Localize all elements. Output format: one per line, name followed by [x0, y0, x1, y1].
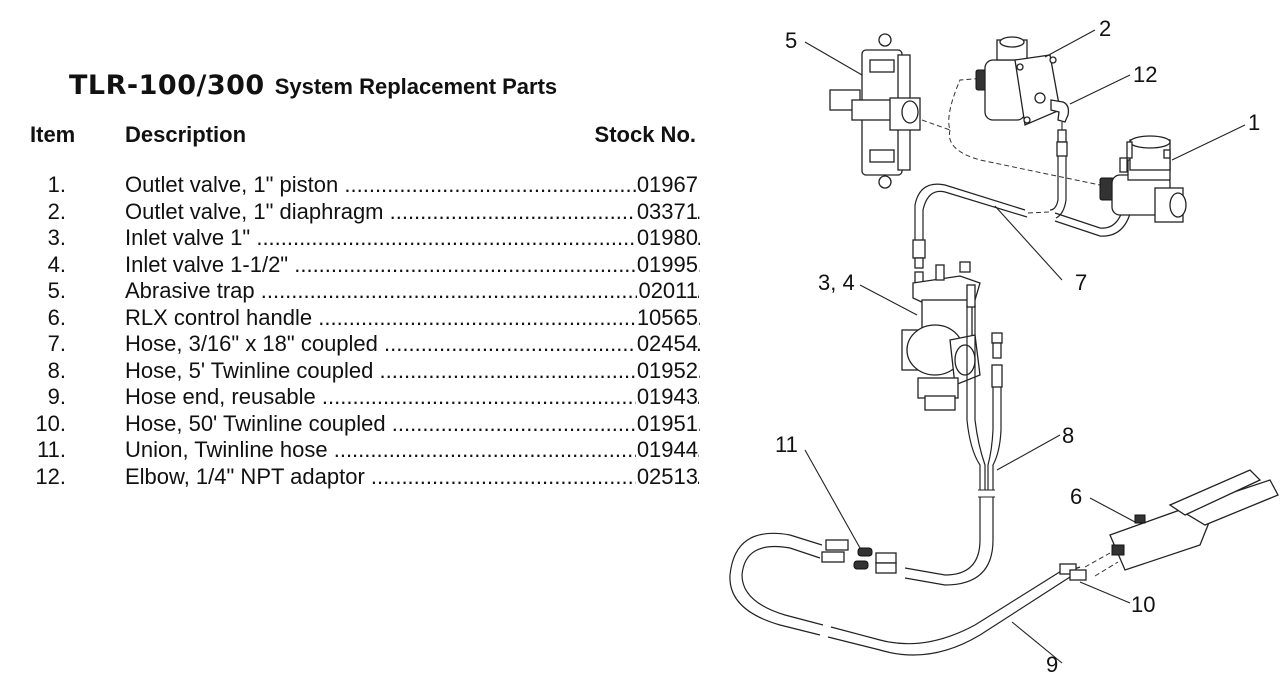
parts-row: 1. Outlet valve, 1" piston 01967: [0, 172, 700, 199]
dot-leader: [250, 225, 700, 250]
callout-3-4: 3, 4: [818, 270, 855, 295]
callout-8: 8: [1062, 423, 1074, 448]
parts-row: 7. Hose, 3/16" x 18" coupled 02454: [0, 331, 700, 358]
column-header-item: Item: [30, 122, 76, 147]
leader-line-7: [994, 205, 1063, 281]
stock-number: 01952: [635, 357, 698, 384]
callout-11: 11: [775, 432, 798, 457]
item-description: Hose end, reusable: [125, 384, 316, 409]
item-number: 10.: [35, 410, 66, 436]
leader-line-6: [1089, 497, 1136, 523]
parts-row: 3. Inlet valve 1" 01980: [0, 225, 700, 252]
inlet-valve-drawing: [901, 261, 981, 411]
twinline-union-drawing: [821, 539, 897, 574]
callout-12: 12: [1133, 62, 1157, 87]
parts-row: 11. Union, Twinline hose 01944: [0, 437, 700, 464]
parts-row: 10. Hose, 50' Twinline coupled 01951: [0, 410, 700, 438]
stock-number: 03371: [635, 198, 698, 225]
item-description: Abrasive trap: [125, 278, 255, 303]
item-description: Outlet valve, 1" diaphragm: [125, 198, 384, 224]
item-number: 11.: [37, 437, 66, 462]
item-number: 7.: [47, 331, 66, 356]
item-description: Inlet valve 1": [125, 225, 251, 250]
item-description: Union, Twinline hose: [125, 437, 328, 462]
stock-number: 01944: [635, 437, 698, 463]
hose-18in-drawing: [912, 183, 1028, 269]
parts-row: 6. RLX control handle 10565: [0, 304, 700, 332]
stock-number: 01995: [635, 251, 698, 278]
dot-leader: [312, 305, 700, 330]
piston-outlet-valve-drawing: [1099, 135, 1187, 223]
item-number: 9.: [47, 384, 66, 409]
diaphragm-outlet-valve-drawing: [975, 36, 1062, 126]
callout-6: 6: [1070, 484, 1082, 509]
stock-number: 01951: [635, 410, 698, 437]
parts-list: 1. Outlet valve, 1" piston 01967 2. Outlet …: [0, 172, 700, 490]
parts-row: 8. Hose, 5' Twinline coupled 01952: [0, 357, 700, 385]
hose-elbow-to-outlet: [1049, 129, 1139, 237]
callout-7: 7: [1075, 270, 1087, 295]
item-description: Outlet valve, 1" piston: [125, 172, 339, 197]
twinline-hose-50ft-drawing: [729, 532, 1087, 656]
item-number: 5.: [47, 278, 66, 303]
stock-number: 01980: [635, 225, 698, 251]
leader-line-12: [1069, 74, 1131, 105]
callout-10: 10: [1131, 592, 1155, 617]
item-description: Elbow, 1/4" NPT adaptor: [125, 463, 365, 489]
item-number: 2.: [47, 198, 66, 224]
dot-leader: [288, 252, 700, 277]
page-subtitle: System Replacement Parts: [274, 74, 558, 99]
callout-2: 2: [1099, 16, 1111, 41]
leader-line-1: [1171, 124, 1246, 161]
stock-number: 01943: [635, 384, 698, 410]
parts-row: 2. Outlet valve, 1" diaphragm 03371: [0, 198, 700, 226]
dashed-connection-trap-to-valve1: [948, 129, 1101, 186]
parts-row: 4. Inlet valve 1-1/2" 01995: [0, 251, 700, 279]
item-number: 4.: [47, 251, 66, 277]
leader-line-11: [804, 449, 861, 549]
abrasive-trap-drawing: [829, 33, 921, 189]
item-description: Hose, 5' Twinline coupled: [125, 357, 374, 383]
item-number: 3.: [47, 225, 66, 250]
dashed-connection-handle: [1084, 552, 1111, 568]
leader-line-10: [1079, 581, 1131, 604]
leader-line-8: [996, 434, 1061, 471]
leader-line-34: [859, 284, 918, 316]
twinline-hose-5ft-drawing: [904, 284, 1003, 586]
stock-number: 10565: [635, 304, 698, 331]
item-description: Inlet valve 1-1/2": [125, 251, 289, 277]
item-number: 6.: [47, 304, 66, 330]
item-description: RLX control handle: [125, 304, 313, 330]
column-header-description: Description: [125, 122, 247, 147]
stock-number: 02011: [637, 278, 698, 304]
parts-row: 12. Elbow, 1/4" NPT adaptor 02513: [0, 463, 700, 491]
leader-line-9: [1011, 621, 1063, 664]
item-number: 1.: [47, 172, 66, 197]
control-handle-drawing: [1109, 469, 1279, 571]
model-name: TLR-100/300: [69, 70, 265, 101]
parts-row: 9. Hose end, reusable 01943: [0, 384, 700, 411]
callout-1: 1: [1248, 110, 1260, 135]
dot-leader: [255, 278, 700, 303]
stock-number: 02454: [635, 331, 698, 357]
item-description: Hose, 3/16" x 18" coupled: [125, 331, 378, 356]
elbow-adaptor-drawing: [1050, 99, 1070, 130]
parts-row: 5. Abrasive trap 02011: [0, 278, 700, 305]
callout-5: 5: [785, 28, 797, 53]
stock-number: 01967: [635, 172, 698, 198]
dashed-connection-hose7: [1027, 211, 1051, 214]
leader-line-2: [1044, 29, 1096, 58]
callout-9: 9: [1046, 652, 1058, 677]
dashed-connection-handle-2: [1094, 561, 1119, 577]
column-header-stock: Stock No.: [594, 122, 696, 147]
item-description: Hose, 50' Twinline coupled: [125, 410, 386, 436]
page-title: TLR-100/300 System Replacement Parts: [69, 70, 557, 101]
leader-line-5: [804, 41, 863, 76]
dashed-connection-trap-to-valve2: [921, 77, 986, 131]
stock-number: 02513: [635, 463, 698, 490]
item-number: 8.: [47, 357, 66, 383]
item-number: 12.: [35, 463, 66, 489]
